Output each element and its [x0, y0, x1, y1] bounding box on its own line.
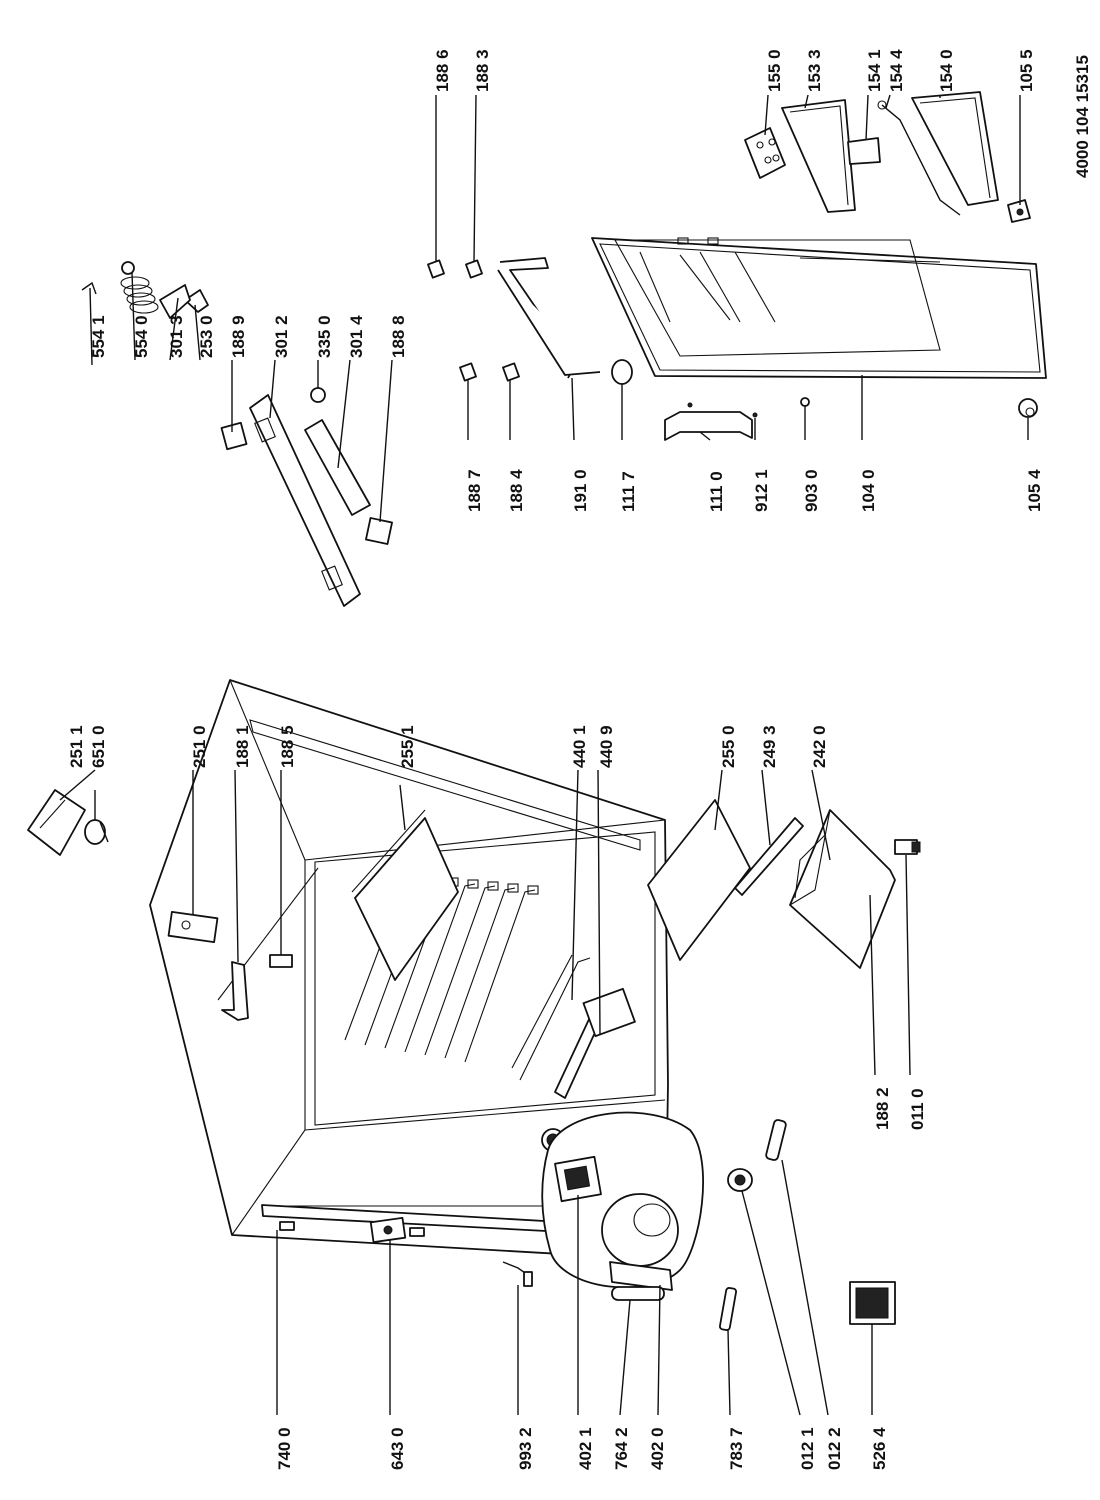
handle-1110	[664, 402, 758, 441]
grommet	[727, 1168, 753, 1192]
relay-box	[849, 1281, 896, 1325]
label-1885: 188 5	[278, 725, 297, 768]
label-2530: 253 0	[197, 315, 216, 358]
clip-1886	[427, 259, 445, 279]
hinge-2530	[184, 289, 209, 313]
plate-2510	[167, 911, 219, 943]
label-3013: 301 3	[167, 315, 186, 358]
clip-5541	[81, 281, 97, 295]
door-rack-lower	[911, 91, 999, 206]
label-0122: 012 2	[825, 1427, 844, 1470]
label-7400: 740 0	[275, 1427, 294, 1470]
label-0110: 011 0	[908, 1088, 927, 1130]
label-9121: 912 1	[752, 469, 771, 512]
label-4021: 402 1	[576, 1427, 595, 1470]
wire-rod	[881, 104, 961, 216]
label-5541: 554 1	[89, 315, 108, 358]
door-rack-upper	[781, 99, 856, 213]
control-panel	[249, 394, 361, 607]
label-1055: 105 5	[1017, 49, 1036, 92]
label-5540: 554 0	[132, 315, 151, 358]
switch-1889	[220, 421, 248, 451]
egg-tray	[744, 127, 786, 179]
label-1883: 188 3	[473, 49, 492, 92]
pin-1885	[269, 954, 293, 968]
clip-1884	[502, 362, 520, 382]
shelf-upper	[351, 809, 459, 981]
screw-9030	[800, 397, 810, 407]
clip-1887	[459, 362, 477, 382]
label-1540: 154 0	[937, 49, 956, 92]
leader-lines	[59, 94, 1029, 1416]
label-2420: 242 0	[810, 725, 829, 768]
label-2511: 251 1	[67, 725, 86, 768]
label-7642: 764 2	[612, 1427, 631, 1470]
part-labels: 740 0 643 0 993 2 402 1 764 2 402 0 783 …	[67, 49, 1044, 1470]
label-3012: 301 2	[272, 315, 291, 358]
label-1887: 188 7	[465, 469, 484, 512]
part-7837	[719, 1287, 737, 1331]
door-gasket	[497, 257, 601, 379]
label-2550: 255 0	[719, 725, 738, 768]
badge-1117	[611, 359, 633, 385]
wire-part	[502, 1261, 533, 1287]
label-1541: 154 1	[865, 49, 884, 92]
label-9932: 993 2	[516, 1427, 535, 1470]
label-3014: 301 4	[347, 315, 366, 358]
label-1550: 155 0	[765, 49, 784, 92]
label-9030: 903 0	[802, 469, 821, 512]
knob-3350	[310, 387, 326, 403]
label-4409: 440 9	[597, 725, 616, 768]
door	[591, 237, 1047, 379]
label-0121: 012 1	[798, 1427, 817, 1470]
label-1881: 188 1	[233, 725, 252, 768]
label-2510: 251 0	[190, 725, 209, 768]
glass-strip	[734, 817, 804, 896]
label-1040: 104 0	[859, 469, 878, 512]
crisper-drawer	[789, 809, 896, 969]
label-3350: 335 0	[315, 315, 334, 358]
label-4401: 440 1	[570, 725, 589, 768]
shelf-lower	[647, 799, 751, 961]
bracket-3013	[159, 284, 191, 319]
hinge-1055	[1007, 199, 1031, 223]
label-1886: 188 6	[433, 49, 452, 92]
label-1054: 105 4	[1025, 469, 1044, 512]
label-1533: 153 3	[805, 49, 824, 92]
box-2511	[27, 789, 86, 856]
label-1110: 111 0	[707, 471, 726, 512]
plug-6510	[84, 819, 109, 845]
label-4020: 402 0	[648, 1427, 667, 1470]
label-2493: 249 3	[760, 725, 779, 768]
filter	[611, 1286, 665, 1301]
label-5264: 526 4	[870, 1427, 889, 1470]
hinge-1054	[1018, 398, 1038, 418]
label-1544: 154 4	[887, 49, 906, 92]
document-id: 4000 104 15315	[1073, 55, 1092, 178]
bushing	[765, 1119, 787, 1161]
label-6510: 651 0	[89, 725, 108, 768]
label-1888: 188 8	[389, 315, 408, 358]
label-1888	[365, 517, 393, 545]
label-6430: 643 0	[388, 1427, 407, 1470]
clip-1883	[465, 259, 483, 279]
label-1910: 191 0	[571, 469, 590, 512]
label-1882: 188 2	[873, 1087, 892, 1130]
bracket-1881	[221, 961, 249, 1021]
spring-5540	[120, 261, 159, 314]
label-1884: 188 4	[507, 469, 526, 512]
label-1889: 188 9	[229, 315, 248, 358]
label-1117: 111 7	[619, 471, 638, 512]
compressor-detail	[541, 1111, 704, 1291]
label-2551: 255 1	[398, 725, 417, 768]
bottle-holder	[847, 137, 881, 165]
label-7837: 783 7	[727, 1427, 746, 1470]
